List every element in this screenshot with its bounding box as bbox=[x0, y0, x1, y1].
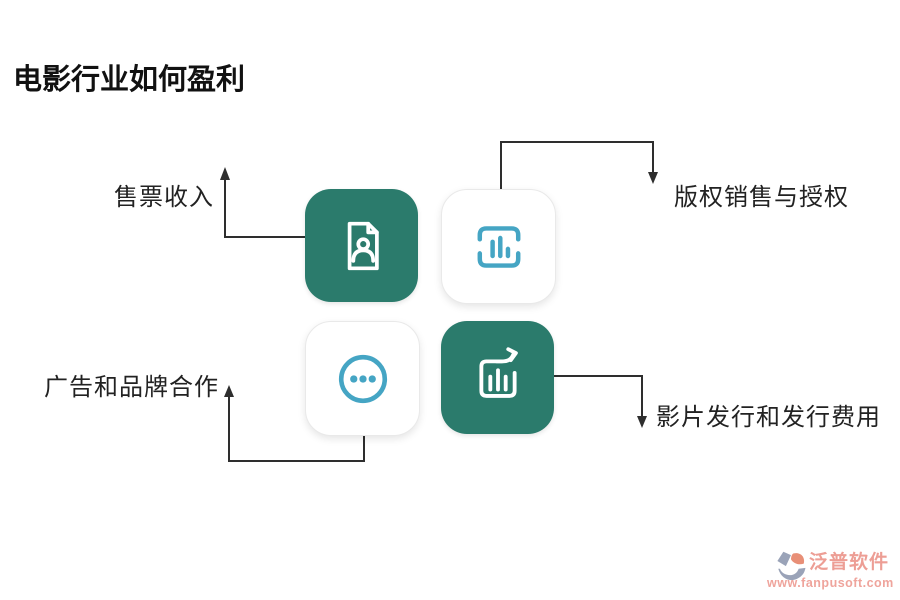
node-label-film-distribution: 影片发行和发行费用 bbox=[656, 405, 881, 431]
connector-copyright-licensing bbox=[500, 141, 654, 189]
card-copyright-licensing bbox=[441, 189, 556, 304]
card-film-distribution bbox=[441, 321, 554, 434]
fanpu-logo-icon bbox=[777, 551, 806, 581]
node-label-ticket-revenue: 售票收入 bbox=[114, 185, 214, 211]
arrowhead-up-ticket bbox=[220, 167, 230, 180]
arrowhead-down-copyright bbox=[648, 172, 658, 184]
chart-arrow-icon bbox=[478, 346, 518, 398]
node-label-ads-branding: 广告和品牌合作 bbox=[44, 375, 219, 401]
scan-bars-icon bbox=[477, 225, 520, 268]
connector-ticket-revenue bbox=[224, 172, 305, 238]
arrowhead-up-ads bbox=[224, 385, 234, 397]
card-ticket-revenue bbox=[305, 189, 418, 302]
card-ads-branding bbox=[305, 321, 420, 436]
document-person-icon bbox=[347, 221, 379, 270]
page-title: 电影行业如何盈利 bbox=[13, 64, 246, 96]
ellipsis-circle-icon bbox=[338, 354, 387, 403]
brand-url: www.fanpusoft.com bbox=[767, 576, 894, 590]
connector-film-distribution bbox=[554, 375, 643, 423]
brand-name: 泛普软件 bbox=[809, 552, 890, 573]
node-label-copyright-licensing: 版权销售与授权 bbox=[674, 185, 849, 211]
arrowhead-down-distribution bbox=[637, 416, 647, 428]
